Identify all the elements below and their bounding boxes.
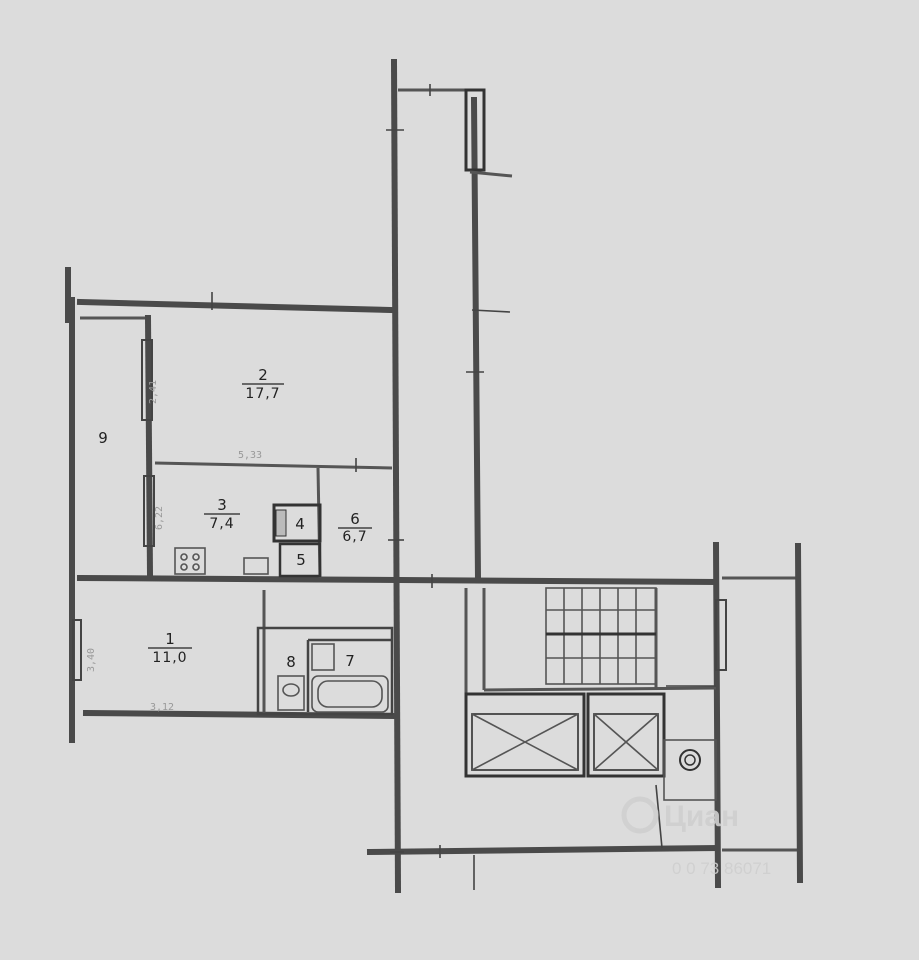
room-6-number: 6	[350, 510, 360, 528]
watermark: Циан 0 0 73 86071	[621, 796, 771, 878]
room-1-area: 11,0	[152, 650, 187, 666]
fixtures	[174, 503, 717, 801]
room-1-number: 1	[165, 630, 175, 648]
watermark-logo-icon	[621, 796, 659, 834]
elevator-shafts	[464, 692, 666, 778]
bathtub-icon	[311, 675, 389, 713]
room-3-number: 3	[217, 496, 227, 514]
dim-label: 6,22	[154, 506, 165, 530]
wall-ticks	[211, 84, 716, 890]
toilet-icon	[277, 675, 305, 711]
room-8-number: 8	[286, 653, 296, 671]
kitchen-sink-icon	[243, 557, 269, 575]
room-2-number: 2	[258, 366, 268, 384]
garbage-chute	[663, 739, 717, 801]
watermark-brand: Циан	[664, 800, 739, 833]
room-2-area: 17,7	[245, 386, 280, 402]
dim-label: 3,40	[86, 648, 97, 672]
room-5-number: 5	[296, 551, 306, 569]
room-7-number: 7	[345, 652, 355, 670]
room-6-area: 6,7	[342, 529, 367, 545]
watermark-id: 0 0 73 86071	[672, 859, 771, 878]
dim-label: 5,33	[238, 450, 262, 461]
staircase	[545, 587, 657, 685]
closet-4	[272, 503, 322, 543]
stove-icon	[174, 547, 206, 575]
washbasin-icon	[311, 643, 335, 671]
dim-label: 2,41	[148, 380, 159, 404]
room-4-number: 4	[295, 515, 305, 533]
room-labels: 2 17,7 9 3 7,4 4 5 6 6,7 1 11,0 7 8	[98, 366, 372, 671]
windows	[72, 339, 727, 681]
dimension-labels: 5,33 3,12 2,41 6,22 3,40	[86, 380, 262, 713]
closet-5	[278, 542, 322, 578]
room-9-number: 9	[98, 429, 108, 447]
dim-label: 3,12	[150, 702, 174, 713]
room-3-area: 7,4	[209, 516, 234, 532]
walls	[65, 58, 804, 894]
